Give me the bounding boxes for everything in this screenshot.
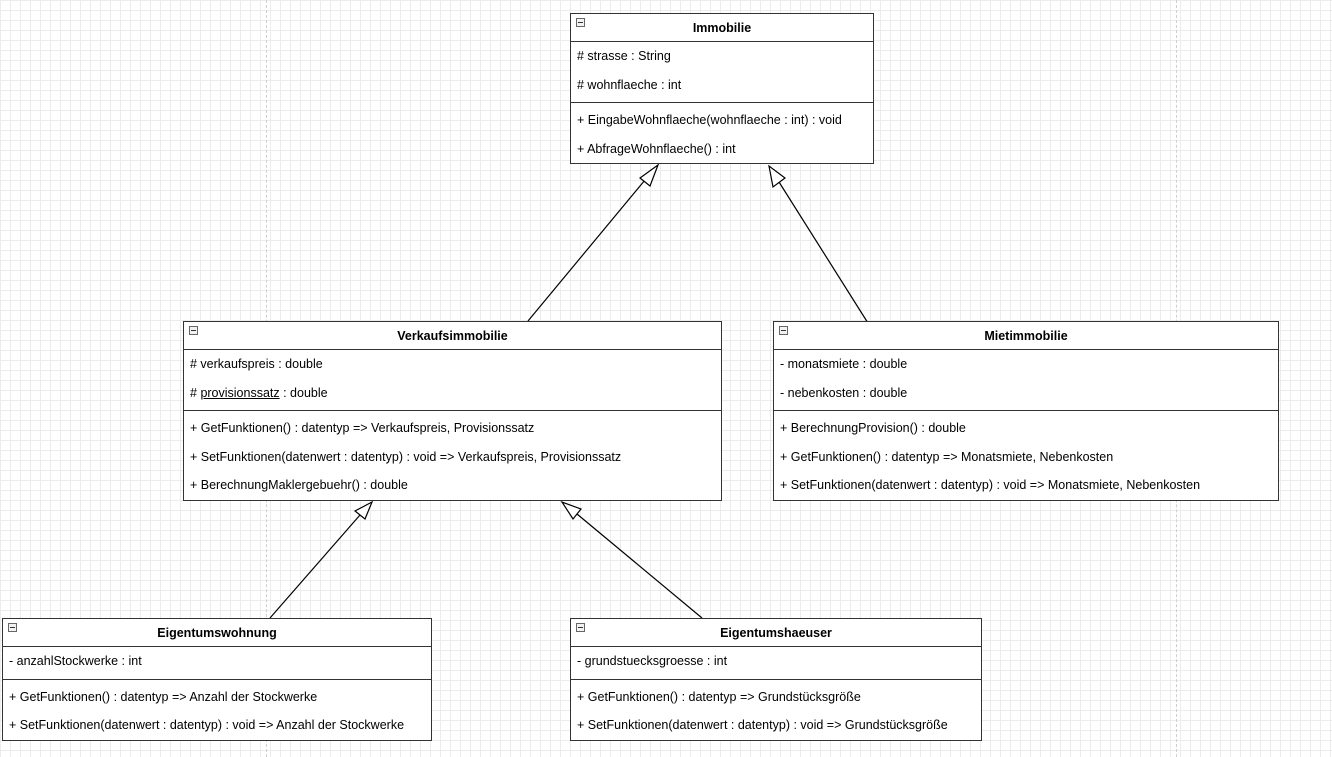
attribute[interactable]: - monatsmiete : double [780,357,908,371]
collapse-minus-icon[interactable] [189,326,198,335]
class-mietimmobilie[interactable]: Mietimmobilie - monatsmiete : double - n… [773,321,1279,501]
class-header[interactable]: Mietimmobilie [774,322,1278,350]
edge-eigentumshaeuser-to-verkaufsimmobilie [576,513,703,619]
inheritance-arrowhead-icon [353,500,374,520]
attribute[interactable]: - nebenkosten : double [780,385,908,400]
attribute[interactable]: - grundstuecksgroesse : int [577,654,728,668]
attributes-section: - grundstuecksgroesse : int [571,647,981,680]
edge-eigentumswohnung-to-verkaufsimmobilie [269,514,361,619]
class-verkaufsimmobilie[interactable]: Verkaufsimmobilie # verkaufspreis : doub… [183,321,722,501]
class-eigentumshaeuser[interactable]: Eigentumshaeuser - grundstuecksgroesse :… [570,618,982,741]
class-name: Mietimmobilie [984,329,1068,343]
inheritance-arrowhead-icon [639,163,660,187]
operations-section: + EingabeWohnflaeche(wohnflaeche : int) … [571,103,873,163]
class-header[interactable]: Immobilie [571,14,873,42]
operation[interactable]: + EingabeWohnflaeche(wohnflaeche : int) … [577,113,842,127]
collapse-minus-icon[interactable] [576,623,585,632]
operation[interactable]: + SetFunktionen(datenwert : datentyp) : … [9,718,405,732]
attributes-section: - monatsmiete : double - nebenkosten : d… [774,350,1278,411]
inheritance-arrowhead-icon [560,500,582,521]
operations-section: + GetFunktionen() : datentyp => Anzahl d… [3,680,431,740]
class-name: Verkaufsimmobilie [397,329,508,343]
operation[interactable]: + SetFunktionen(datenwert : datentyp) : … [577,718,948,732]
attribute-type: : double [279,385,328,400]
class-header[interactable]: Verkaufsimmobilie [184,322,721,350]
attribute[interactable]: # verkaufspreis : double [190,357,323,371]
attributes-section: # strasse : String # wohnflaeche : int [571,42,873,103]
operations-section: + BerechnungProvision() : double + GetFu… [774,411,1278,500]
edge-mietimmobilie-to-immobilie [778,181,874,332]
class-header[interactable]: Eigentumshaeuser [571,619,981,647]
attribute[interactable]: # strasse : String [577,49,671,63]
class-immobilie[interactable]: Immobilie # strasse : String # wohnflaec… [570,13,874,164]
operation[interactable]: + AbfrageWohnflaeche() : int [577,141,736,156]
operations-section: + GetFunktionen() : datentyp => Verkaufs… [184,411,721,500]
class-name: Immobilie [692,21,752,35]
attribute-visibility: # [190,385,201,400]
operation[interactable]: + BerechnungMaklergebuehr() : double [190,478,408,492]
operations-section: + GetFunktionen() : datentyp => Grundstü… [571,680,981,740]
attribute[interactable]: - anzahlStockwerke : int [9,654,142,668]
edge-verkaufsimmobilie-to-immobilie [527,179,646,322]
collapse-minus-icon[interactable] [576,18,585,27]
operation[interactable]: + GetFunktionen() : datentyp => Grundstü… [577,689,861,704]
operation[interactable]: + SetFunktionen(datenwert : datentyp) : … [190,449,622,464]
collapse-minus-icon[interactable] [779,326,788,335]
attributes-section: # verkaufspreis : double # provisionssat… [184,350,721,411]
operation[interactable]: + GetFunktionen() : datentyp => Verkaufs… [190,421,535,435]
collapse-minus-icon[interactable] [8,623,17,632]
attributes-section: - anzahlStockwerke : int [3,647,431,680]
class-eigentumswohnung[interactable]: Eigentumswohnung - anzahlStockwerke : in… [2,618,432,741]
operation[interactable]: + GetFunktionen() : datentyp => Anzahl d… [9,689,318,704]
inheritance-arrowhead-icon [768,164,786,189]
attribute-static[interactable]: # provisionssatz : double [184,379,721,408]
operation[interactable]: + GetFunktionen() : datentyp => Monatsmi… [780,449,1114,464]
attribute[interactable]: # wohnflaeche : int [577,77,682,92]
class-name: Eigentumswohnung [157,626,277,640]
operation[interactable]: + SetFunktionen(datenwert : datentyp) : … [780,478,1201,492]
operation[interactable]: + BerechnungProvision() : double [780,421,966,435]
class-name: Eigentumshaeuser [720,626,832,640]
class-header[interactable]: Eigentumswohnung [3,619,431,647]
attribute-name-underlined: provisionssatz [200,385,280,400]
